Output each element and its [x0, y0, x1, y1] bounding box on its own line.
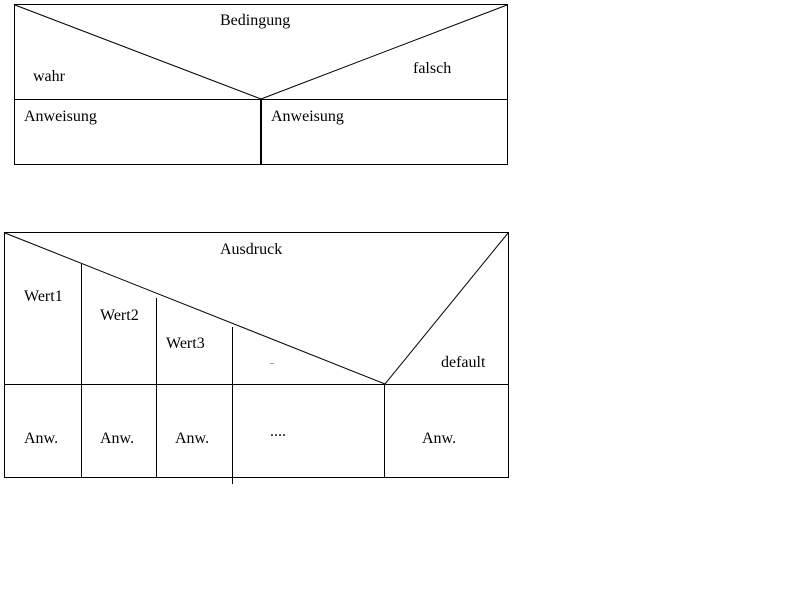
case-label-1: Wert1 — [24, 288, 63, 305]
default-statement: Anw. — [422, 430, 456, 447]
case-statement-more: .... — [270, 423, 286, 440]
case-label-2: Wert2 — [100, 307, 139, 324]
if-right-diagonal — [260, 4, 508, 100]
if-condition-label: Bedingung — [220, 12, 290, 29]
if-left-diagonal — [14, 4, 262, 100]
if-true-statement: Anweisung — [24, 108, 97, 125]
switch-right-diagonal — [384, 232, 509, 385]
if-false-statement: Anweisung — [271, 108, 344, 125]
switch-left-diagonal — [4, 232, 386, 385]
switch-case-block: Ausdruck Wert1 Wert2 Wert3 .. default An… — [4, 232, 509, 484]
if-false-label: falsch — [413, 60, 451, 77]
default-label: default — [441, 354, 486, 371]
switch-expression-label: Ausdruck — [220, 241, 282, 258]
if-else-block: Bedingung wahr falsch Anweisung Anweisun… — [14, 4, 508, 165]
switch-block-outline — [4, 232, 509, 478]
case-statement-3: Anw. — [175, 430, 209, 447]
case-label-more: .. — [270, 357, 274, 366]
case-statement-1: Anw. — [24, 430, 58, 447]
case-statement-2: Anw. — [100, 430, 134, 447]
case-label-3: Wert3 — [166, 335, 205, 352]
if-true-label: wahr — [33, 68, 66, 85]
